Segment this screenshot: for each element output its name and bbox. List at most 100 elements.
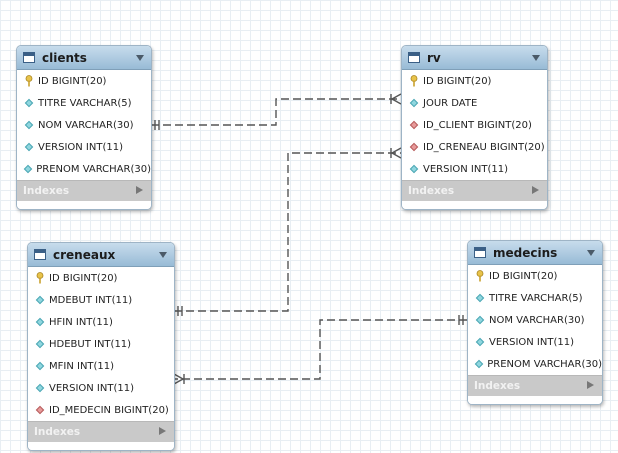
chevron-right-icon[interactable] bbox=[136, 186, 143, 194]
table-rv[interactable]: rv ID BIGINT(20) JOUR DATE ID_CLIENT BIG… bbox=[401, 45, 548, 210]
table-medecins[interactable]: medecins ID BIGINT(20) TITRE VARCHAR(5) … bbox=[467, 240, 603, 405]
column-diamond-icon bbox=[23, 142, 35, 152]
column-diamond-icon bbox=[474, 359, 484, 369]
column-label: ID BIGINT(20) bbox=[489, 270, 558, 282]
column-label: ID_CLIENT BIGINT(20) bbox=[423, 119, 532, 131]
indexes-label: Indexes bbox=[34, 426, 81, 438]
table-icon bbox=[408, 52, 420, 63]
column-row[interactable]: ID_CLIENT BIGINT(20) bbox=[402, 114, 547, 136]
indexes-bar[interactable]: Indexes bbox=[468, 375, 602, 396]
chevron-down-icon[interactable] bbox=[136, 55, 144, 61]
column-label: ID_CRENEAU BIGINT(20) bbox=[423, 141, 545, 153]
column-row[interactable]: ID BIGINT(20) bbox=[402, 70, 547, 92]
column-label: ID BIGINT(20) bbox=[38, 75, 107, 87]
column-row[interactable]: MFIN INT(11) bbox=[28, 355, 174, 377]
column-diamond-icon bbox=[408, 164, 420, 174]
column-row[interactable]: HDEBUT INT(11) bbox=[28, 333, 174, 355]
column-diamond-icon bbox=[474, 315, 486, 325]
indexes-bar[interactable]: Indexes bbox=[28, 421, 174, 442]
column-row[interactable]: VERSION INT(11) bbox=[28, 377, 174, 399]
column-label: VERSION INT(11) bbox=[423, 163, 508, 175]
table-header[interactable]: rv bbox=[402, 46, 547, 70]
key-icon bbox=[474, 270, 486, 282]
chevron-right-icon[interactable] bbox=[159, 427, 166, 435]
chevron-right-icon[interactable] bbox=[587, 381, 594, 389]
table-icon bbox=[474, 247, 486, 258]
table-header[interactable]: creneaux bbox=[28, 243, 174, 267]
column-row[interactable]: VERSION INT(11) bbox=[468, 331, 602, 353]
column-row[interactable]: PRENOM VARCHAR(30) bbox=[468, 353, 602, 375]
key-icon bbox=[23, 75, 35, 87]
relationship-medecins-creneaux[interactable] bbox=[173, 315, 467, 385]
foreign-key-diamond-icon bbox=[408, 120, 420, 130]
column-row[interactable]: PRENOM VARCHAR(30) bbox=[17, 158, 151, 180]
chevron-right-icon[interactable] bbox=[532, 186, 539, 194]
foreign-key-diamond-icon bbox=[408, 142, 420, 152]
relationship-clients-rv[interactable] bbox=[151, 93, 402, 130]
column-label: ID_MEDECIN BIGINT(20) bbox=[49, 404, 169, 416]
table-name: rv bbox=[427, 50, 441, 65]
column-label: ID BIGINT(20) bbox=[49, 272, 118, 284]
column-row[interactable]: MDEBUT INT(11) bbox=[28, 289, 174, 311]
table-footer bbox=[402, 201, 547, 209]
column-row[interactable]: VERSION INT(11) bbox=[17, 136, 151, 158]
chevron-down-icon[interactable] bbox=[532, 55, 540, 61]
column-diamond-icon bbox=[408, 98, 420, 108]
table-name: clients bbox=[42, 50, 87, 65]
column-diamond-icon bbox=[34, 361, 46, 371]
table-header[interactable]: medecins bbox=[468, 241, 602, 265]
column-label: HDEBUT INT(11) bbox=[49, 338, 132, 350]
table-creneaux[interactable]: creneaux ID BIGINT(20) MDEBUT INT(11) HF… bbox=[27, 242, 175, 451]
column-label: NOM VARCHAR(30) bbox=[489, 314, 585, 326]
column-row[interactable]: ID_MEDECIN BIGINT(20) bbox=[28, 399, 174, 421]
column-label: PRENOM VARCHAR(30) bbox=[487, 358, 602, 370]
column-row[interactable]: HFIN INT(11) bbox=[28, 311, 174, 333]
table-footer bbox=[17, 201, 151, 209]
column-label: MFIN INT(11) bbox=[49, 360, 115, 372]
column-row[interactable]: ID_CRENEAU BIGINT(20) bbox=[402, 136, 547, 158]
table-icon bbox=[23, 52, 35, 63]
column-diamond-icon bbox=[474, 337, 486, 347]
relationship-creneaux-rv[interactable] bbox=[174, 147, 402, 316]
indexes-bar[interactable]: Indexes bbox=[17, 180, 151, 201]
indexes-bar[interactable]: Indexes bbox=[402, 180, 547, 201]
column-row[interactable]: ID BIGINT(20) bbox=[468, 265, 602, 287]
column-label: TITRE VARCHAR(5) bbox=[489, 292, 583, 304]
column-label: PRENOM VARCHAR(30) bbox=[36, 163, 151, 175]
table-clients[interactable]: clients ID BIGINT(20) TITRE VARCHAR(5) N… bbox=[16, 45, 152, 210]
column-row[interactable]: JOUR DATE bbox=[402, 92, 547, 114]
table-icon bbox=[34, 249, 46, 260]
column-diamond-icon bbox=[34, 339, 46, 349]
indexes-label: Indexes bbox=[474, 380, 521, 392]
table-name: creneaux bbox=[53, 247, 116, 262]
column-diamond-icon bbox=[34, 317, 46, 327]
column-label: HFIN INT(11) bbox=[49, 316, 113, 328]
table-name: medecins bbox=[493, 245, 558, 260]
column-row[interactable]: ID BIGINT(20) bbox=[17, 70, 151, 92]
column-row[interactable]: NOM VARCHAR(30) bbox=[17, 114, 151, 136]
column-diamond-icon bbox=[23, 120, 35, 130]
column-row[interactable]: TITRE VARCHAR(5) bbox=[17, 92, 151, 114]
indexes-label: Indexes bbox=[408, 185, 455, 197]
chevron-down-icon[interactable] bbox=[587, 250, 595, 256]
column-label: ID BIGINT(20) bbox=[423, 75, 492, 87]
indexes-label: Indexes bbox=[23, 185, 70, 197]
column-label: TITRE VARCHAR(5) bbox=[38, 97, 132, 109]
column-label: MDEBUT INT(11) bbox=[49, 294, 133, 306]
column-label: NOM VARCHAR(30) bbox=[38, 119, 134, 131]
chevron-down-icon[interactable] bbox=[159, 252, 167, 258]
table-footer bbox=[468, 396, 602, 404]
column-diamond-icon bbox=[23, 98, 35, 108]
column-label: VERSION INT(11) bbox=[49, 382, 134, 394]
column-row[interactable]: TITRE VARCHAR(5) bbox=[468, 287, 602, 309]
column-diamond-icon bbox=[34, 295, 46, 305]
column-row[interactable]: ID BIGINT(20) bbox=[28, 267, 174, 289]
column-row[interactable]: NOM VARCHAR(30) bbox=[468, 309, 602, 331]
table-header[interactable]: clients bbox=[17, 46, 151, 70]
column-label: JOUR DATE bbox=[423, 97, 478, 109]
foreign-key-diamond-icon bbox=[34, 405, 46, 415]
table-footer bbox=[28, 442, 174, 450]
column-diamond-icon bbox=[474, 293, 486, 303]
column-row[interactable]: VERSION INT(11) bbox=[402, 158, 547, 180]
